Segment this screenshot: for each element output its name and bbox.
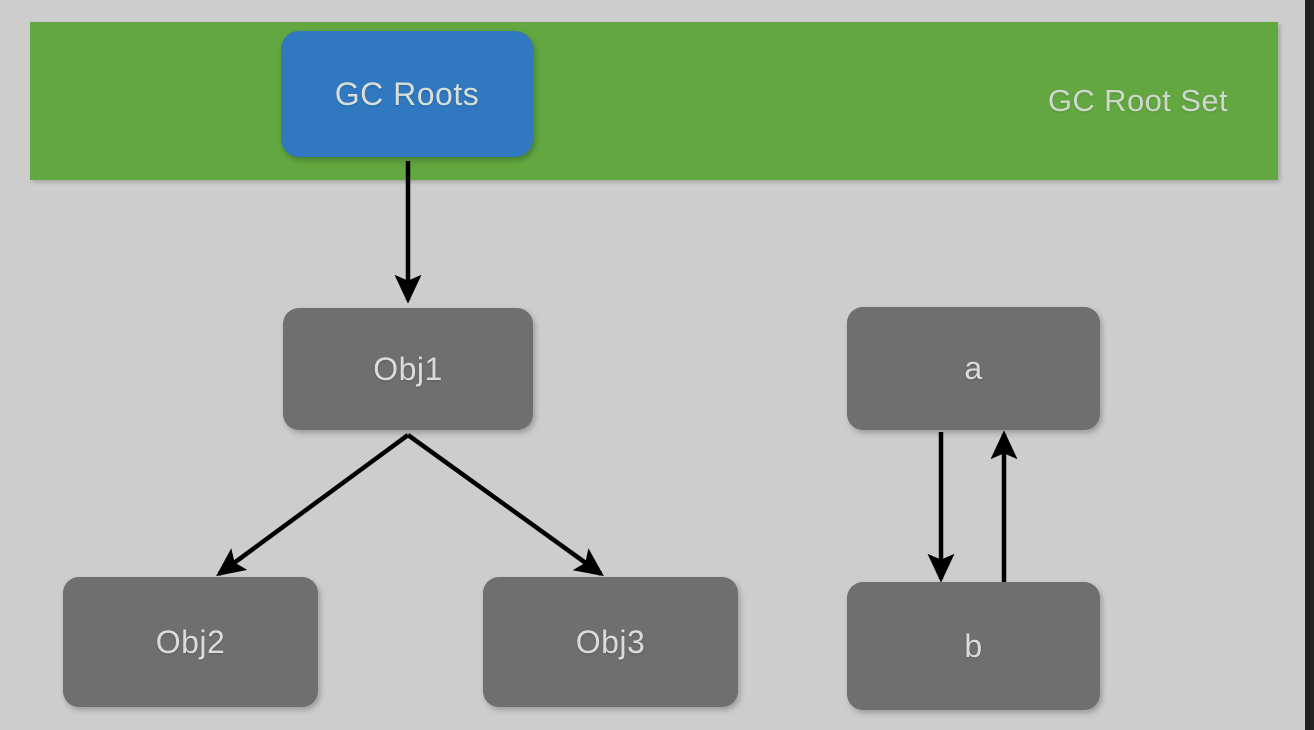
node-obj3-label: Obj3 [575, 623, 646, 660]
node-obj1-label: Obj1 [373, 350, 443, 387]
edge-obj1-obj2 [216, 433, 410, 577]
node-a[interactable]: a [847, 307, 1100, 430]
node-gc-roots-label: GC Roots [334, 75, 480, 112]
node-obj2-label: Obj2 [155, 623, 226, 660]
node-gc-roots[interactable]: GC Roots [281, 31, 533, 157]
node-obj2[interactable]: Obj2 [63, 577, 318, 707]
node-b-label: b [964, 627, 983, 664]
gc-root-set-band: GC Root Set [30, 22, 1278, 180]
node-a-label: a [964, 350, 983, 386]
gc-root-set-label: GC Root Set [1047, 83, 1228, 118]
right-edge-strip [1305, 0, 1314, 730]
node-obj3[interactable]: Obj3 [483, 577, 738, 707]
node-b[interactable]: b [847, 582, 1100, 710]
edge-obj1-obj3 [406, 433, 604, 577]
node-obj1[interactable]: Obj1 [283, 308, 533, 430]
